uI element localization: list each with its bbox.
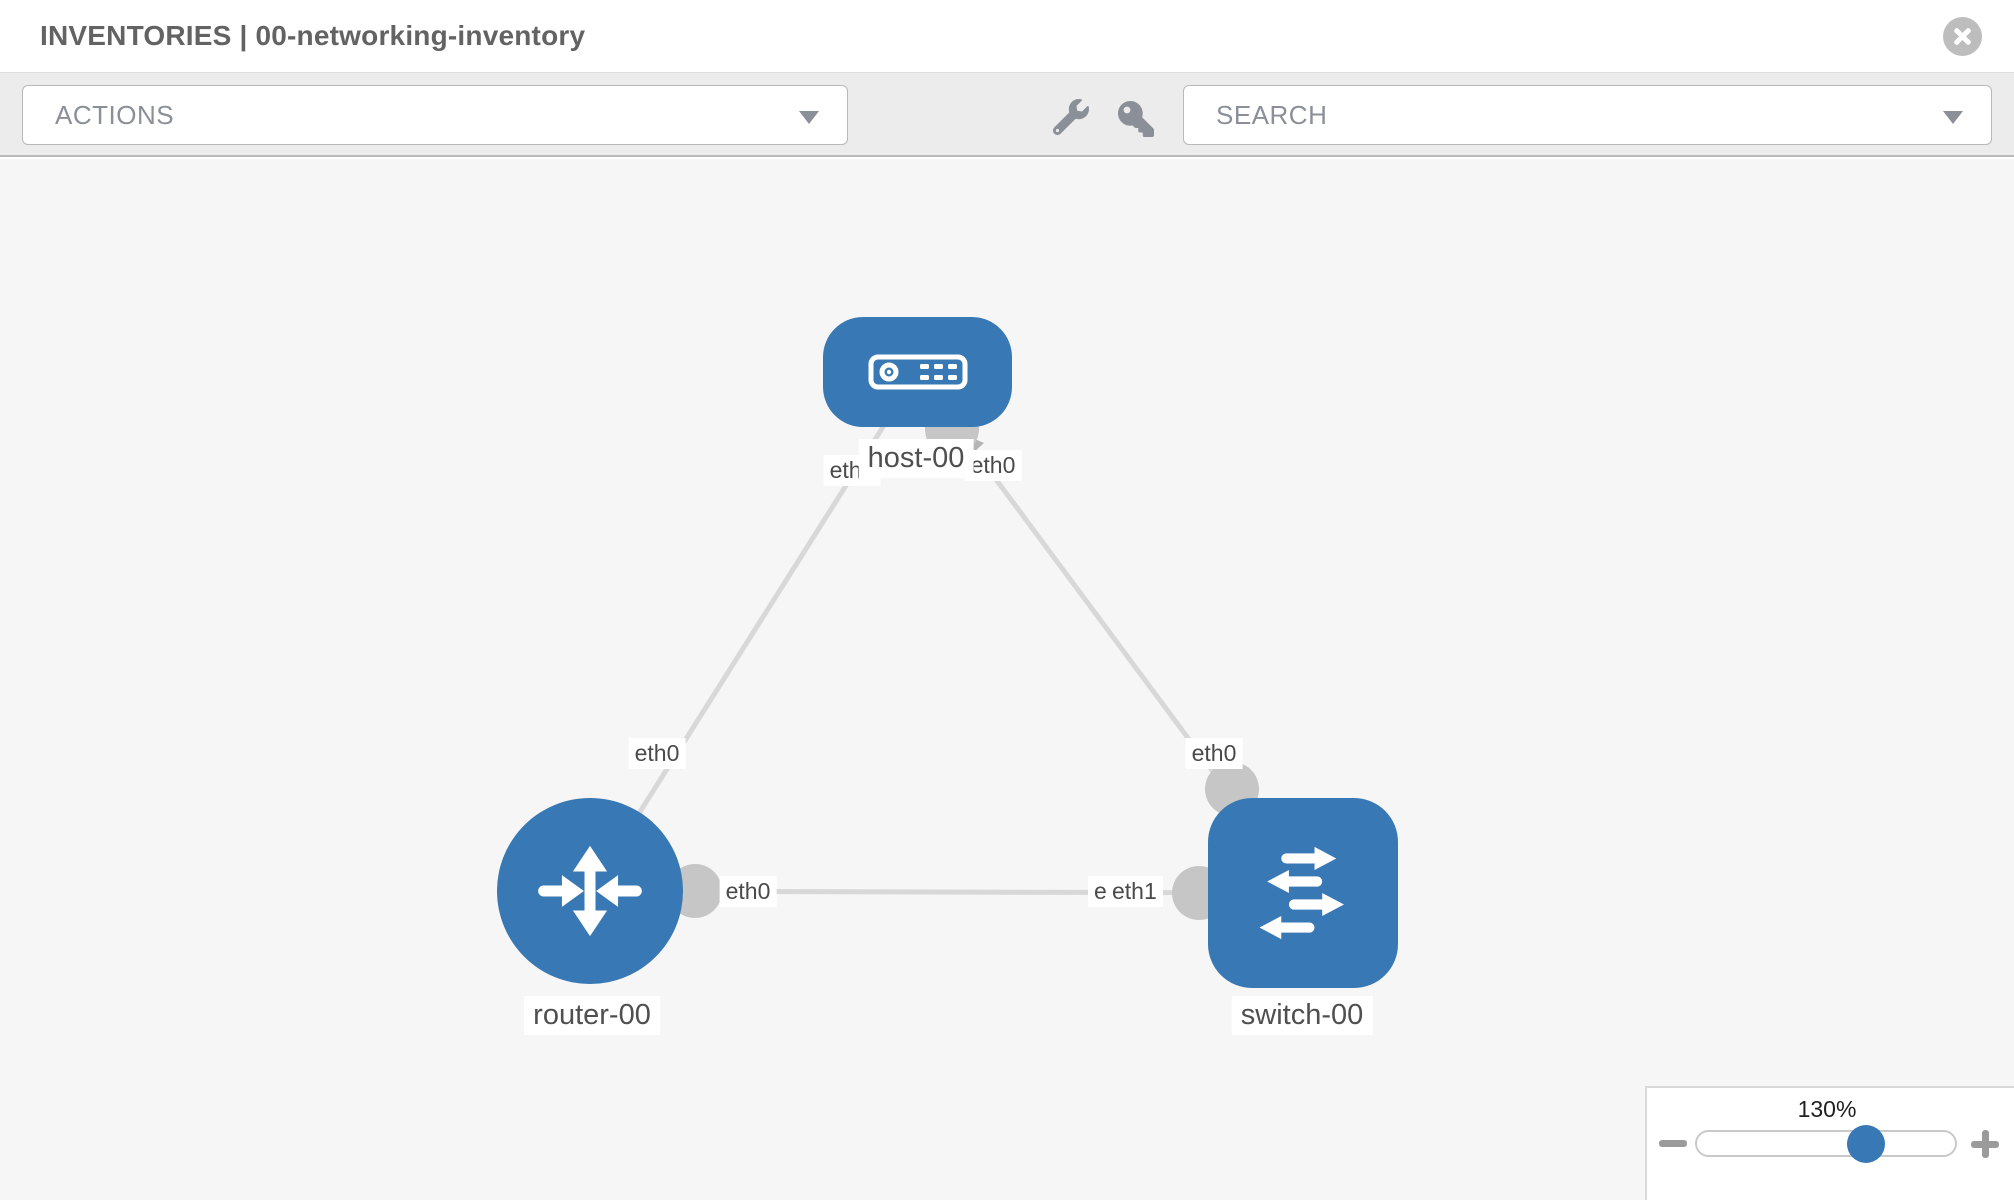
wrench-icon (1052, 99, 1089, 136)
zoom-in-button[interactable] (1971, 1130, 1999, 1158)
search-dropdown[interactable]: SEARCH (1183, 85, 1992, 145)
actions-dropdown[interactable]: ACTIONS (22, 85, 848, 145)
zoom-out-button[interactable] (1659, 1140, 1687, 1147)
zoom-panel: 130% (1645, 1086, 2014, 1200)
interface-label-host-eth0: eth0 (964, 450, 1022, 481)
node-router[interactable] (497, 798, 683, 984)
plus-icon (1982, 1130, 1989, 1158)
wrench-button[interactable] (1052, 99, 1089, 136)
zoom-slider-thumb[interactable] (1847, 1125, 1885, 1163)
node-label-router: router-00 (524, 996, 660, 1035)
node-host[interactable] (823, 317, 1012, 427)
key-button[interactable] (1118, 101, 1154, 137)
node-switch[interactable] (1208, 798, 1398, 988)
interface-label-switch-eth1: eth1 (1106, 876, 1163, 907)
chevron-down-icon (1943, 111, 1963, 124)
search-dropdown-label: SEARCH (1216, 100, 1328, 130)
network-canvas[interactable]: host-00 router-00 switch-00 eth0 eth0 et… (0, 159, 2014, 1200)
zoom-level-readout: 130% (1797, 1096, 1857, 1122)
interface-label-router-eth0: eth0 (719, 876, 777, 907)
actions-dropdown-label: ACTIONS (55, 100, 175, 130)
switch-icon (1259, 846, 1344, 940)
toolbar: ACTIONS SEARCH (0, 73, 2014, 157)
router-icon (538, 845, 642, 937)
header-bar: INVENTORIES | 00-networking-inventory (0, 0, 2014, 73)
key-icon (1118, 101, 1154, 137)
node-label-host: host-00 (858, 439, 974, 478)
interface-label-switch-eth0: eth0 (1185, 738, 1243, 769)
zoom-slider-track[interactable] (1695, 1130, 1957, 1157)
host-icon (868, 354, 967, 390)
interface-label-host-eth0: eth0 (823, 455, 881, 486)
close-button[interactable] (1943, 17, 1982, 56)
page-title: INVENTORIES | 00-networking-inventory (40, 20, 586, 51)
topology-layer (587, 371, 1306, 920)
interface-label-router-eth0: eth0 (628, 738, 686, 769)
chevron-down-icon (799, 111, 819, 124)
node-label-switch: switch-00 (1231, 996, 1373, 1035)
